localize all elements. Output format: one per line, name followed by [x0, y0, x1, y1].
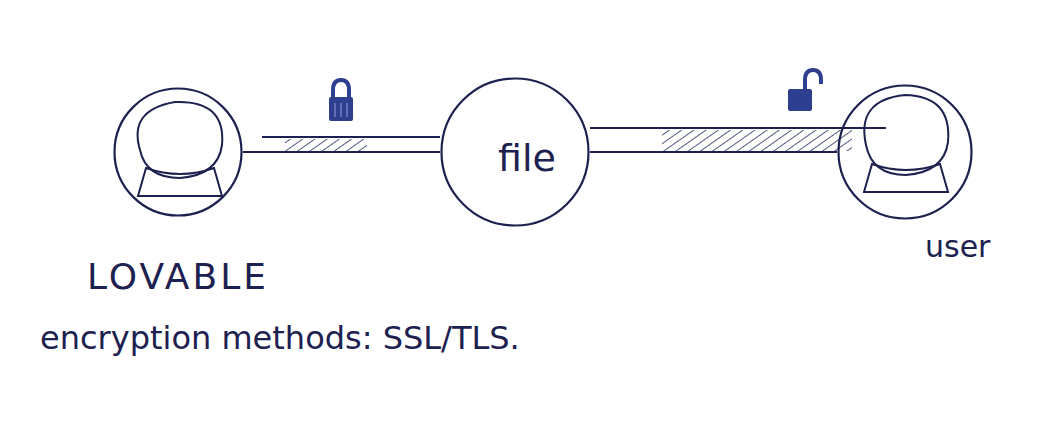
person-icon [138, 102, 223, 196]
circle-outline [837, 84, 973, 220]
closed-padlock [329, 80, 353, 121]
connector-line [243, 151, 440, 153]
circle-outline [113, 87, 243, 217]
node-label: file [498, 139, 556, 177]
circle-node: LOVABLE [113, 87, 243, 217]
open-padlock [788, 70, 821, 111]
node-label: user [925, 232, 990, 262]
circle-node: file [440, 77, 590, 227]
band-line [262, 136, 440, 138]
band-hatch [662, 130, 852, 151]
node-label: LOVABLE [87, 259, 269, 295]
note-text: encryption methods: SSL/TLS. [40, 322, 520, 354]
band-hatch [285, 139, 367, 151]
person-icon [864, 95, 948, 192]
connector-line [590, 151, 837, 153]
circle-node: user [837, 84, 973, 220]
